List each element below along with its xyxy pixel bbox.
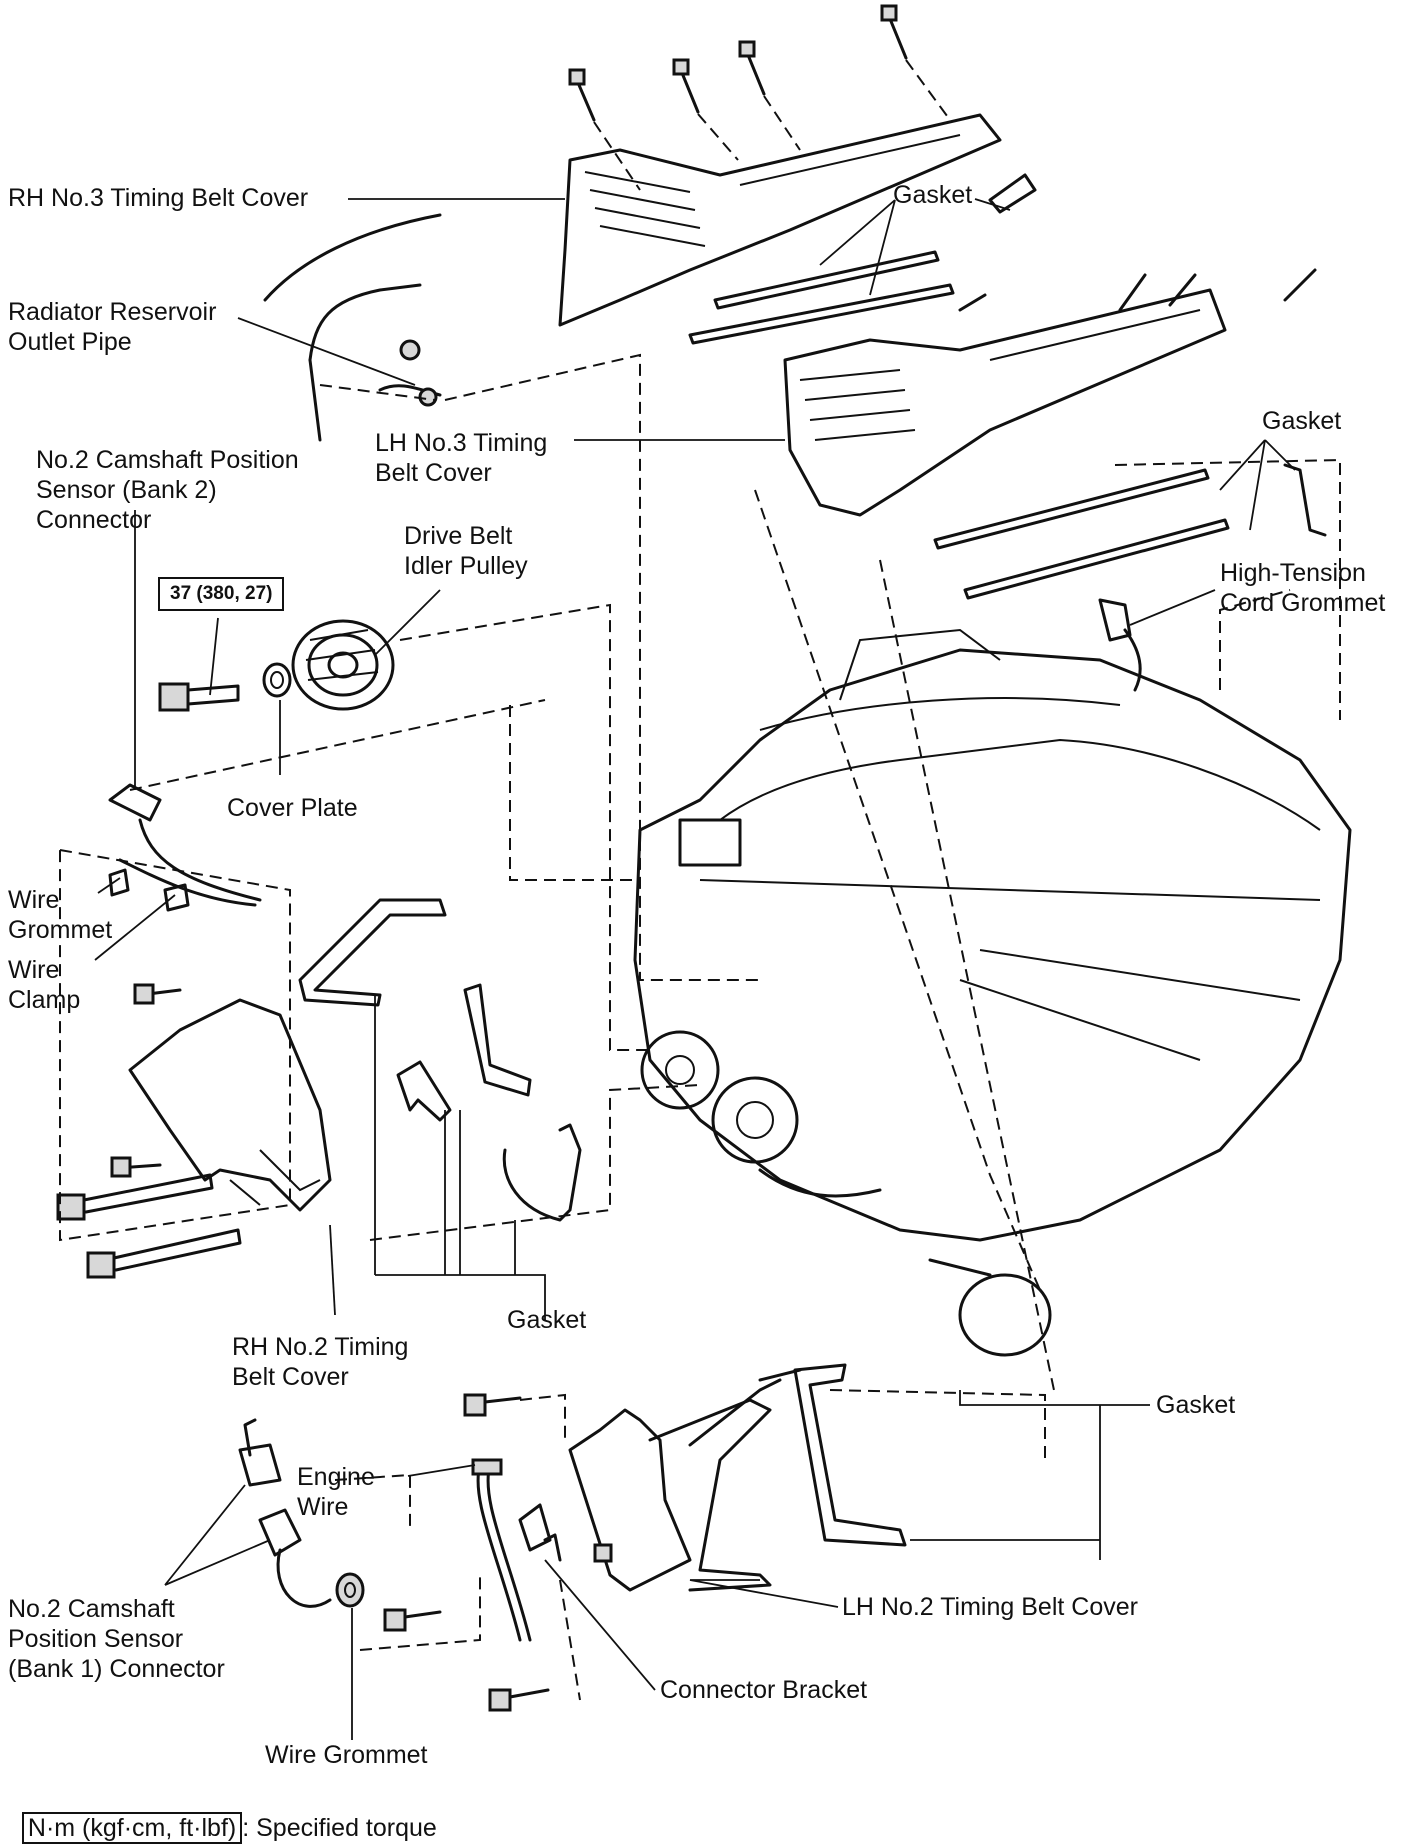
wire-grommet-lower: [335, 1572, 365, 1608]
label-wire-clamp-2: Clamp: [8, 986, 81, 1014]
connector-bracket: [518, 1503, 613, 1563]
lh-no2-timing-belt-cover: [568, 1378, 782, 1592]
rh-no3-timing-belt-cover: [558, 113, 1002, 327]
right-gaskets: [933, 268, 1327, 600]
engine-block: [633, 628, 1352, 1357]
torque-spec-box: 37 (380, 27): [158, 577, 285, 611]
label-high-tension-cord-grommet-1: High-Tension: [1220, 559, 1366, 587]
drive-belt-idler-pulley: [291, 619, 395, 711]
assembly-paths: [59, 353, 1341, 1701]
middle-gaskets: [298, 898, 582, 1222]
label-radiator-reservoir-outlet-pipe-1: Radiator Reservoir: [8, 298, 217, 326]
label-wire-grommet-2: Grommet: [8, 916, 113, 944]
label-rh-no2-timing-belt-cover-1: RH No.2 Timing: [232, 1333, 409, 1361]
lower-bolts: [110, 983, 550, 1712]
label-drive-belt-idler-pulley-1: Drive Belt: [404, 522, 513, 550]
label-cover-plate: Cover Plate: [227, 794, 358, 822]
label-lh-no3-timing-belt-cover-1: LH No.3 Timing: [375, 429, 548, 457]
torque-legend-text: : Specified torque: [242, 1814, 437, 1842]
label-engine-wire-1: Engine: [297, 1463, 375, 1491]
label-camshaft-sensor-bank1-3: (Bank 1) Connector: [8, 1655, 225, 1683]
label-camshaft-sensor-bank2-2: Sensor (Bank 2): [36, 476, 217, 504]
camshaft-sensor-bank2-harness: [108, 783, 262, 912]
label-rh-no3-timing-belt-cover: RH No.3 Timing Belt Cover: [8, 184, 309, 212]
label-wire-grommet-bottom: Wire Grommet: [265, 1741, 428, 1769]
torque-legend-units: N·m (kgf·cm, ft·lbf): [21, 1812, 243, 1844]
label-gasket-lower: Gasket: [1156, 1391, 1236, 1419]
top-bolts: [568, 4, 951, 191]
rh-no2-timing-belt-cover: [56, 988, 332, 1279]
label-rh-no2-timing-belt-cover-2: Belt Cover: [232, 1363, 349, 1391]
label-gasket-middle: Gasket: [507, 1306, 587, 1334]
radiator-reservoir-outlet-pipe: [263, 213, 442, 442]
torque-legend: N·m (kgf·cm, ft·lbf): Specified torque: [8, 1783, 437, 1844]
top-gaskets: [688, 173, 1037, 345]
lh-no3-timing-belt-cover: [783, 288, 1227, 517]
label-wire-grommet-1: Wire: [8, 886, 60, 914]
label-gasket-top: Gasket: [893, 181, 973, 209]
label-camshaft-sensor-bank1-1: No.2 Camshaft: [8, 1595, 175, 1623]
label-lh-no3-timing-belt-cover-2: Belt Cover: [375, 459, 492, 487]
pulley-bolt: [158, 682, 240, 712]
label-camshaft-sensor-bank1-2: Position Sensor: [8, 1625, 184, 1653]
label-radiator-reservoir-outlet-pipe-2: Outlet Pipe: [8, 328, 132, 356]
engine-wire: [471, 1458, 532, 1642]
lower-gaskets: [758, 1363, 907, 1547]
camshaft-sensor-bank1-connector: [238, 1418, 332, 1608]
leader-lines: [94, 198, 1296, 1740]
label-lh-no2-timing-belt-cover: LH No.2 Timing Belt Cover: [842, 1593, 1138, 1621]
label-wire-clamp-1: Wire: [8, 956, 60, 984]
label-connector-bracket: Connector Bracket: [660, 1676, 868, 1704]
high-tension-cord-grommet: [1098, 598, 1142, 692]
label-camshaft-sensor-bank2-3: Connector: [36, 506, 152, 534]
label-drive-belt-idler-pulley-2: Idler Pulley: [404, 552, 528, 580]
label-gasket-right: Gasket: [1262, 407, 1342, 435]
label-high-tension-cord-grommet-2: Cord Grommet: [1220, 589, 1386, 617]
label-engine-wire-2: Wire: [297, 1493, 349, 1521]
cover-plate: [262, 662, 292, 698]
label-camshaft-sensor-bank2-1: No.2 Camshaft Position: [36, 446, 299, 474]
